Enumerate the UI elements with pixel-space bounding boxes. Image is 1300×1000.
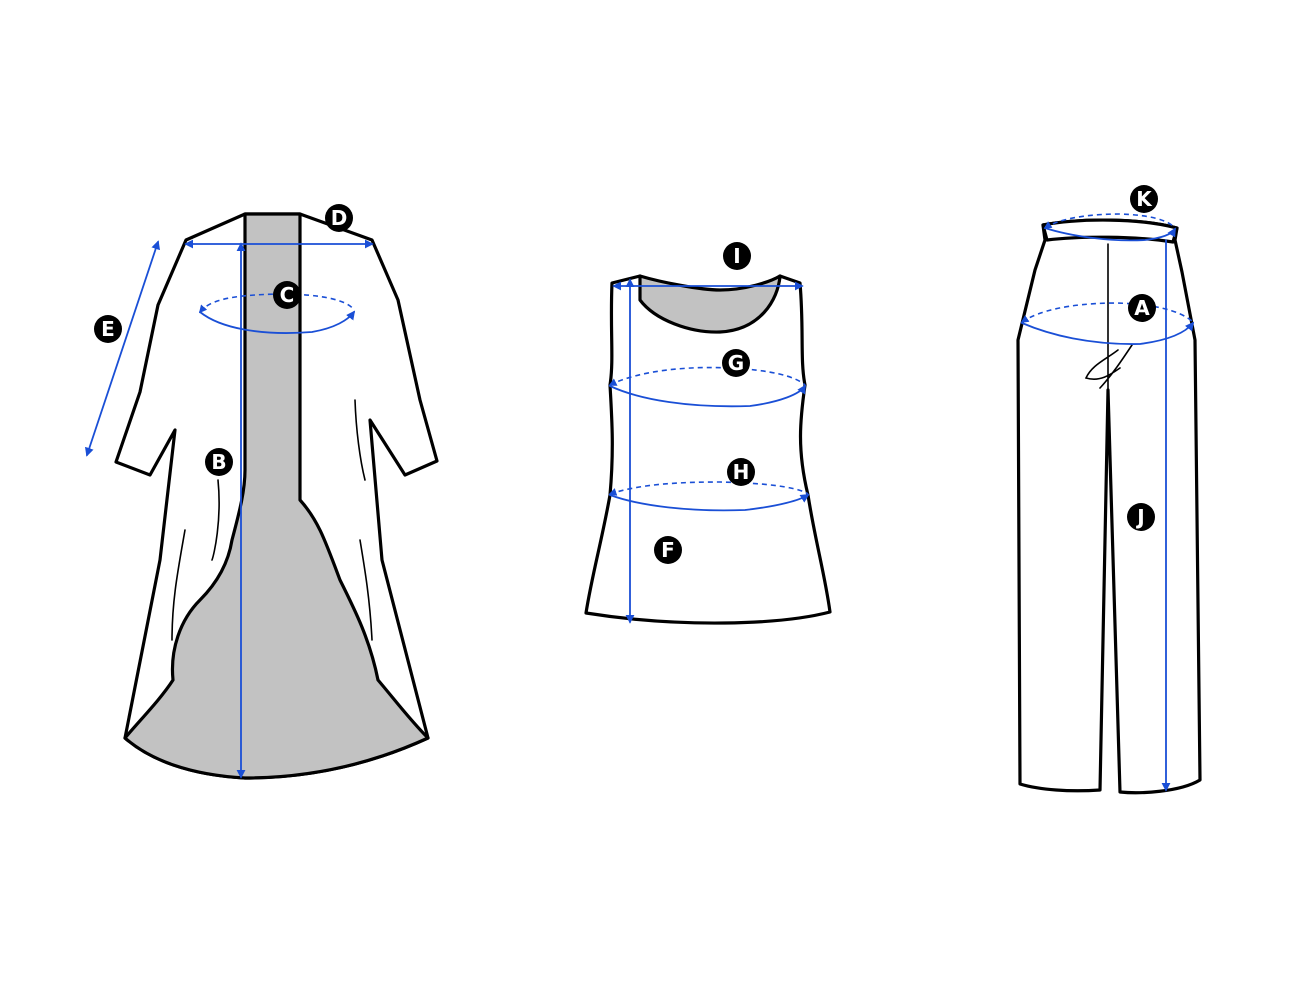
badge-g: G [722,349,750,377]
pants-fly [1084,243,1133,391]
pants-body [1016,218,1202,795]
badge-d: D [325,204,353,232]
pants-hip-front [1021,321,1195,345]
pants-hip-back [1020,302,1194,323]
badge-b-label: B [211,450,226,474]
badge-k: K [1130,185,1158,213]
pants-waist-front [1044,227,1176,242]
badge-h-label: H [733,460,750,484]
badge-h: H [727,458,755,486]
badge-i: I [723,242,751,270]
tank-waist-back [608,481,809,496]
badge-a-label: A [1134,296,1150,320]
badge-f-label: F [661,538,675,562]
badge-e-label: E [101,317,115,341]
badge-d-label: D [331,206,348,230]
cardigan-illustration [114,212,439,780]
badge-j: J [1127,503,1155,531]
tank-bust-back [608,366,806,386]
tank-bust-front [609,384,806,408]
badge-e: E [94,315,122,343]
pants-waistband [1041,218,1179,244]
cardigan-bust-front [199,310,356,334]
cardigan-fold-right [354,399,373,641]
badge-b: B [205,448,233,476]
badge-f: F [654,536,682,564]
cardigan-fold-left [171,479,220,641]
tank-top-illustration [584,274,832,625]
badge-c-label: C [280,283,295,307]
badge-g-label: G [728,351,744,375]
pants-illustration [1016,218,1202,795]
badge-a: A [1128,294,1156,322]
measurement-badges: C D E B I G H F K A J [94,185,1158,564]
tank-waist-front [609,494,810,512]
cardigan-sleeve-line [85,240,160,457]
badge-c: C [273,281,301,309]
cardigan-lining [123,212,430,780]
badge-k-label: K [1136,187,1153,211]
badge-i-label: I [733,244,740,268]
badge-j-label: J [1135,505,1144,529]
